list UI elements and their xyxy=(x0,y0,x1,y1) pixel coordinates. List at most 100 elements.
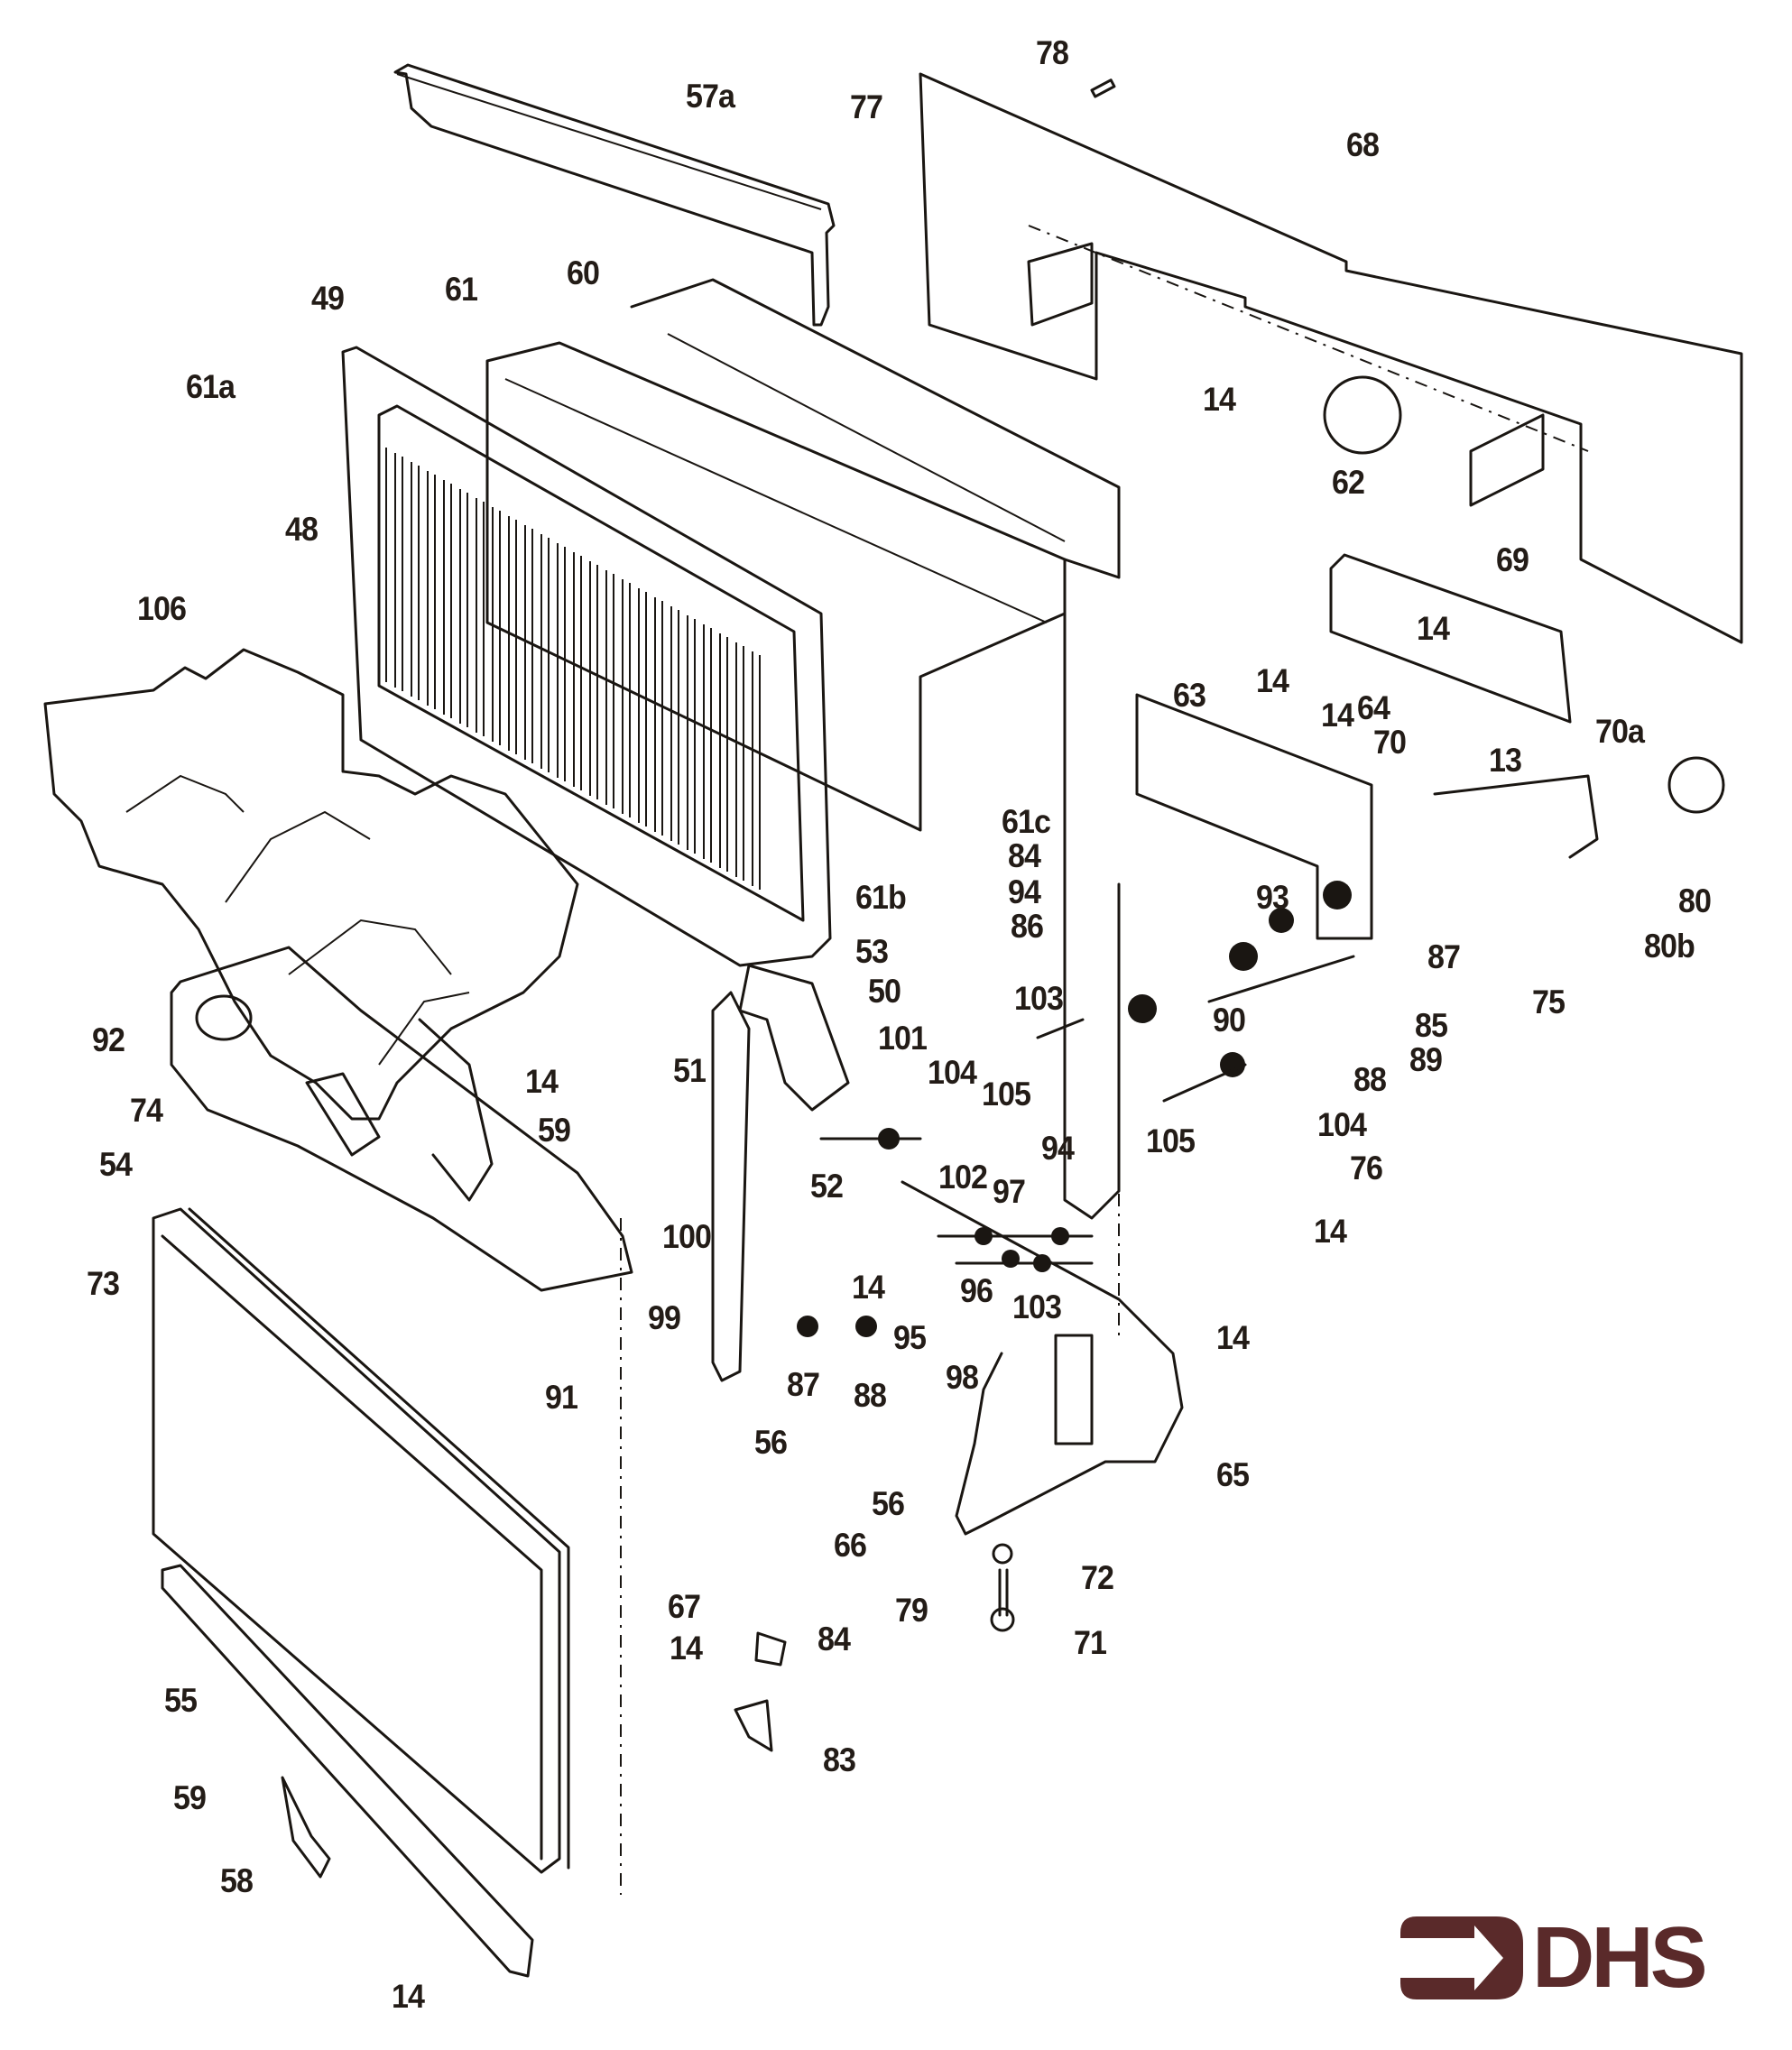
callout-label: 75 xyxy=(1532,983,1566,1020)
callout-label: 87 xyxy=(1427,938,1461,975)
callout-label: 104 xyxy=(1317,1106,1367,1143)
callout-label: 74 xyxy=(130,1092,163,1129)
part-49-heat-exchanger-frame xyxy=(341,346,832,967)
part-fittings-row xyxy=(797,1128,1094,1337)
callout-label: 54 xyxy=(99,1146,133,1183)
callout-label: 61c xyxy=(1002,803,1051,840)
callout-label: 14 xyxy=(1321,697,1354,734)
heat-exchanger-rib xyxy=(735,642,744,881)
heat-exchanger-rib xyxy=(638,588,647,826)
part-61-combustion-box xyxy=(485,341,1067,832)
callout-label: 57a xyxy=(686,78,735,115)
callout-label: 100 xyxy=(662,1218,712,1255)
callout-label: 52 xyxy=(810,1168,844,1205)
part-106-coal-bed xyxy=(43,648,579,1121)
heat-exchanger-rib xyxy=(394,453,403,691)
callout-label: 61b xyxy=(855,879,907,916)
callout-label: 78 xyxy=(1036,34,1069,71)
heat-exchanger-rib xyxy=(752,651,761,890)
heat-exchanger-rib xyxy=(508,516,517,754)
callout-label: 65 xyxy=(1216,1456,1250,1493)
part-74-burner-tray xyxy=(170,946,633,1292)
callout-label: 76 xyxy=(1350,1150,1383,1187)
callout-label: 105 xyxy=(1146,1122,1196,1159)
heat-exchanger-rib xyxy=(524,525,533,763)
heat-exchanger-rib xyxy=(654,597,663,836)
heat-exchanger-rib xyxy=(540,534,550,772)
callout-label: 59 xyxy=(173,1779,207,1816)
callout-label: 14 xyxy=(525,1063,559,1100)
callout-label: 98 xyxy=(946,1359,979,1396)
part-50-pilot-assembly xyxy=(711,964,850,1382)
callout-label: 72 xyxy=(1081,1559,1114,1596)
heat-exchanger-rib xyxy=(411,462,420,700)
callout-label: 85 xyxy=(1415,1007,1448,1044)
heat-exchanger-rib xyxy=(589,561,598,799)
callout-label: 14 xyxy=(1256,662,1289,699)
callout-label: 56 xyxy=(754,1424,788,1461)
heat-exchanger-rib xyxy=(605,570,614,808)
callout-label: 80 xyxy=(1678,882,1712,919)
callout-label: 60 xyxy=(567,254,600,291)
callout-label: 14 xyxy=(1417,610,1450,647)
callout-label: 73 xyxy=(87,1265,120,1302)
part-58-clip xyxy=(281,1776,331,1879)
callout-label: 14 xyxy=(1203,381,1236,418)
callout-label: 96 xyxy=(960,1272,993,1309)
callout-label: 106 xyxy=(137,590,187,627)
callout-label: 99 xyxy=(648,1299,681,1336)
heat-exchanger-rib xyxy=(670,606,679,845)
callout-label: 50 xyxy=(868,973,901,1010)
callout-label: 84 xyxy=(817,1621,851,1658)
callout-label: 48 xyxy=(285,511,319,548)
heat-exchanger-rib xyxy=(622,579,631,817)
heat-exchanger-rib xyxy=(476,498,485,736)
heat-exchanger-rib xyxy=(687,615,696,854)
callout-label: 53 xyxy=(855,933,889,970)
callout-label: 58 xyxy=(220,1862,254,1899)
heat-exchanger-rib xyxy=(573,552,582,790)
callout-label: 70 xyxy=(1373,724,1407,761)
callout-label: 67 xyxy=(668,1588,701,1625)
part-90-gas-valve xyxy=(1036,881,1355,1103)
part-68-back-panel xyxy=(919,72,1743,644)
callout-label: 101 xyxy=(878,1020,928,1057)
part-65-base-plate xyxy=(901,1180,1184,1536)
callout-label: 88 xyxy=(854,1377,887,1414)
callout-label: 79 xyxy=(895,1592,928,1629)
callout-label: 69 xyxy=(1496,541,1529,578)
part-70-side-panel xyxy=(1329,553,1572,724)
callout-label: 77 xyxy=(850,88,883,125)
callout-label: 66 xyxy=(834,1527,867,1564)
callout-label: 103 xyxy=(1012,1288,1062,1325)
callout-label: 93 xyxy=(1256,879,1289,916)
callout-label: 14 xyxy=(392,1978,425,2015)
callout-label: 91 xyxy=(545,1379,578,1416)
part-83-elbow-fitting xyxy=(734,1631,787,1752)
callout-label: 90 xyxy=(1213,1002,1246,1039)
callout-label: 68 xyxy=(1346,126,1380,163)
heat-exchanger-rib xyxy=(492,507,501,745)
callout-label: 94 xyxy=(1041,1130,1075,1167)
heat-exchanger-rib xyxy=(719,633,728,872)
callout-label: 63 xyxy=(1173,677,1206,714)
callout-label: 13 xyxy=(1489,742,1522,779)
callout-label: 95 xyxy=(893,1319,927,1356)
callout-label: 55 xyxy=(164,1682,198,1719)
arrow-into-bracket-icon xyxy=(1400,1916,1523,1999)
callout-label: 88 xyxy=(1353,1061,1387,1098)
callout-label: 14 xyxy=(670,1630,703,1667)
callout-label: 51 xyxy=(673,1052,707,1089)
heat-exchanger-rib xyxy=(459,489,468,727)
callout-label: 83 xyxy=(823,1741,856,1778)
part-48-ribbed-heat-exchanger xyxy=(378,444,761,890)
part-71-bolt xyxy=(990,1543,1015,1632)
callout-label: 14 xyxy=(852,1269,885,1306)
callout-label: 61 xyxy=(445,271,478,308)
logo-text: DHS xyxy=(1532,1909,1708,2006)
dhs-logo: DHS xyxy=(1397,1913,1740,2003)
callout-label: 59 xyxy=(538,1112,571,1149)
heat-exchanger-rib xyxy=(427,471,436,709)
